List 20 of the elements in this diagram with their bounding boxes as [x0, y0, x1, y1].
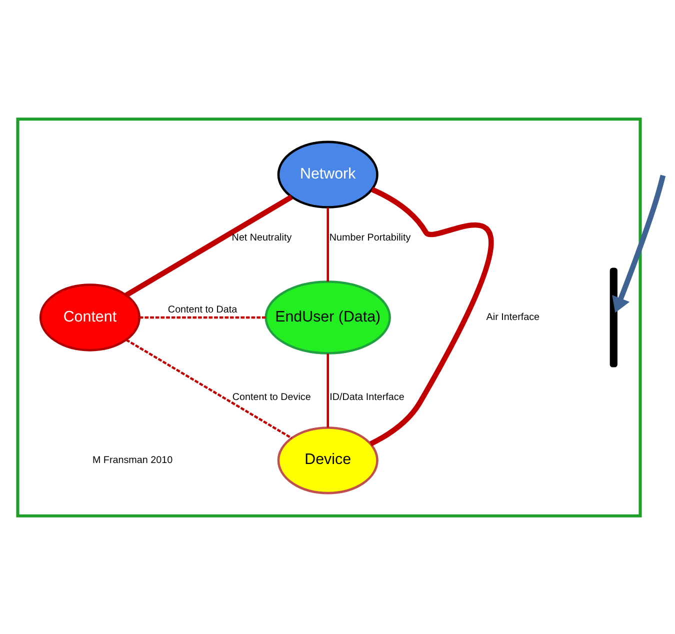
node-ellipse: Content: [39, 283, 140, 351]
edge-label: Net Neutrality: [232, 232, 292, 243]
edge-label: Content to Device: [232, 391, 311, 402]
node-ellipse: Network: [277, 140, 378, 208]
node-arc: [610, 267, 618, 367]
connector: [126, 338, 292, 439]
edge-label: ID/Data Interface: [330, 391, 404, 402]
cluster: [16, 117, 642, 517]
connector: [140, 316, 266, 318]
edge-label: Number Portability: [329, 232, 411, 243]
connector: [124, 194, 293, 298]
node-ellipse: EndUser (Data): [264, 280, 391, 354]
node-ellipse: Device: [277, 426, 378, 494]
edge-label: Content to Data: [168, 304, 238, 315]
edge-label: Air Interface: [486, 312, 540, 323]
label: M Fransman 2010: [92, 454, 173, 466]
connector: [326, 206, 329, 282]
arrow: [612, 174, 666, 312]
connector: [369, 186, 494, 446]
connector: [326, 353, 329, 428]
